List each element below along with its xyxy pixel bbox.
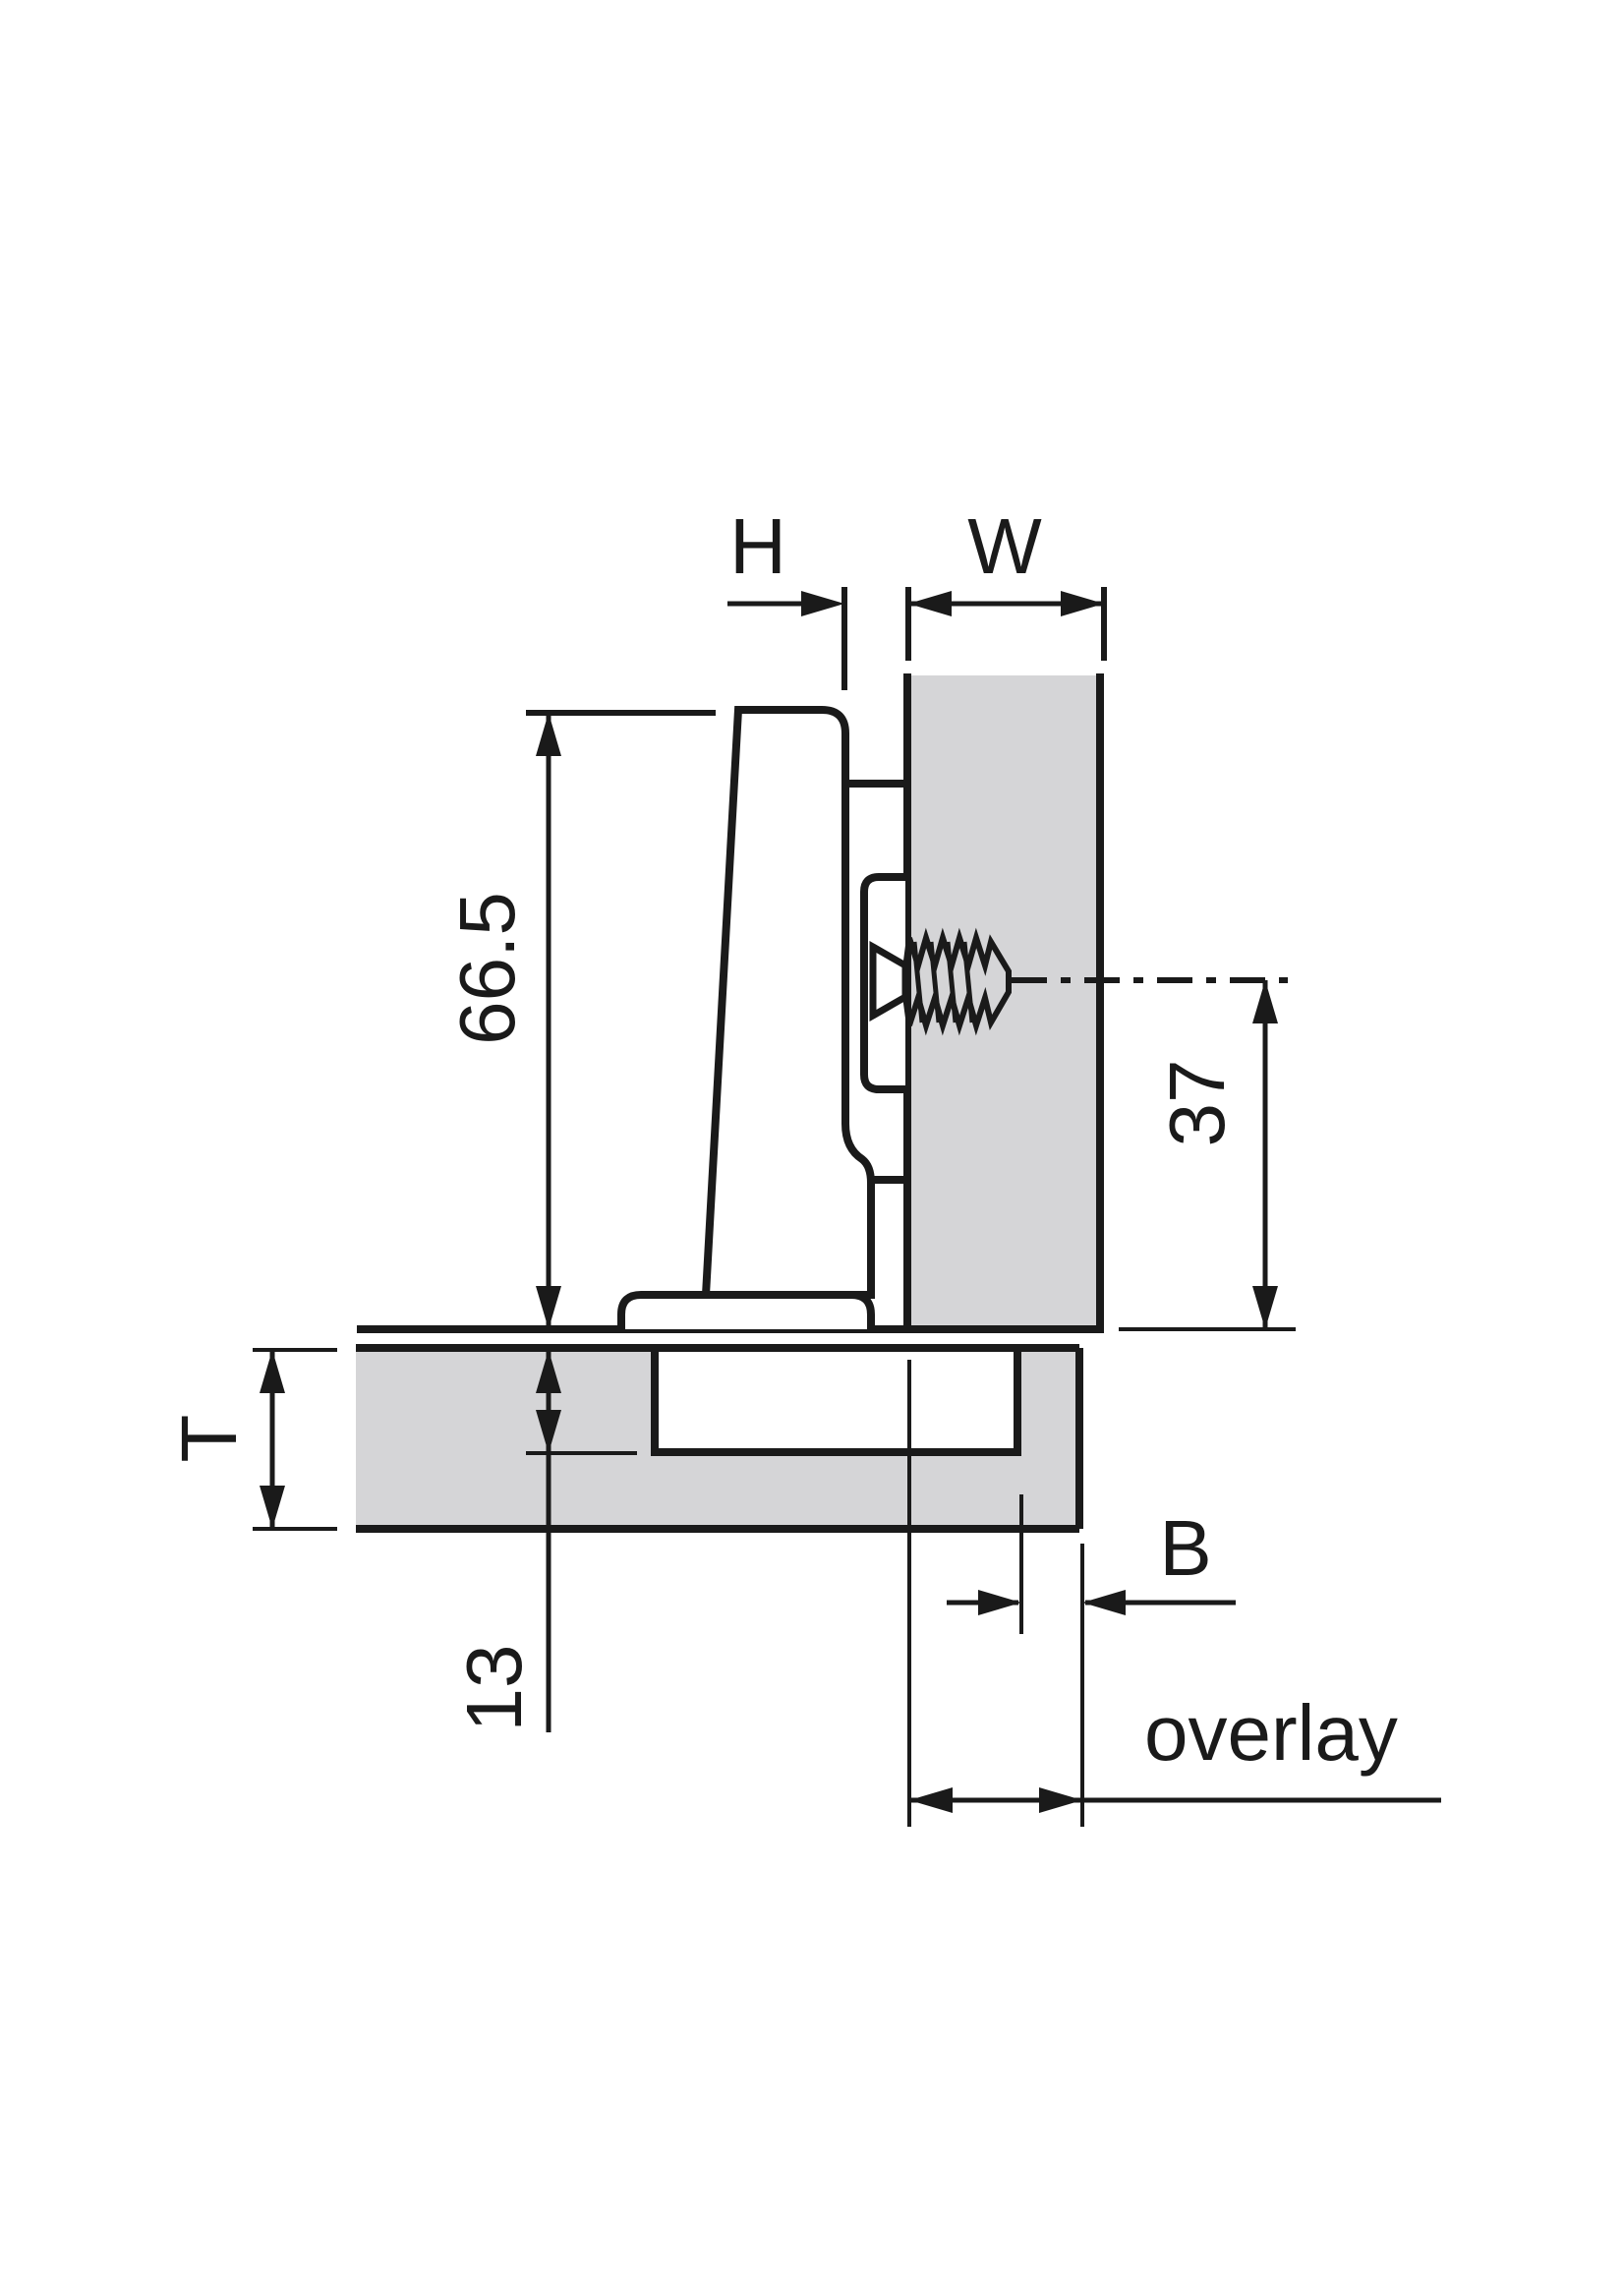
dimension-w: W <box>905 502 1107 661</box>
screw <box>869 927 1288 1036</box>
dimension-66-5: 66.5 <box>443 710 716 1329</box>
screw-thread <box>902 927 1012 1036</box>
label-66-5: 66.5 <box>443 892 531 1045</box>
label-w: W <box>967 502 1042 590</box>
door-panel <box>356 1344 1083 1533</box>
dimension-h: H <box>727 502 847 690</box>
hinge-flange <box>617 1291 875 1329</box>
label-13: 13 <box>450 1645 538 1732</box>
dimension-t: T <box>165 1348 337 1531</box>
dimension-37: 37 <box>1153 980 1278 1329</box>
dimension-overlay: overlay <box>907 1360 1441 1827</box>
label-t: T <box>165 1415 253 1463</box>
cup-recess <box>651 1350 1021 1456</box>
label-overlay: overlay <box>1144 1689 1398 1777</box>
label-37: 37 <box>1153 1060 1241 1147</box>
label-b: B <box>1159 1504 1211 1592</box>
hinge-arm <box>701 706 905 1299</box>
dimension-b: B <box>947 1494 1236 1827</box>
label-h: H <box>729 502 786 590</box>
dimension-13: 13 <box>450 1348 637 1732</box>
